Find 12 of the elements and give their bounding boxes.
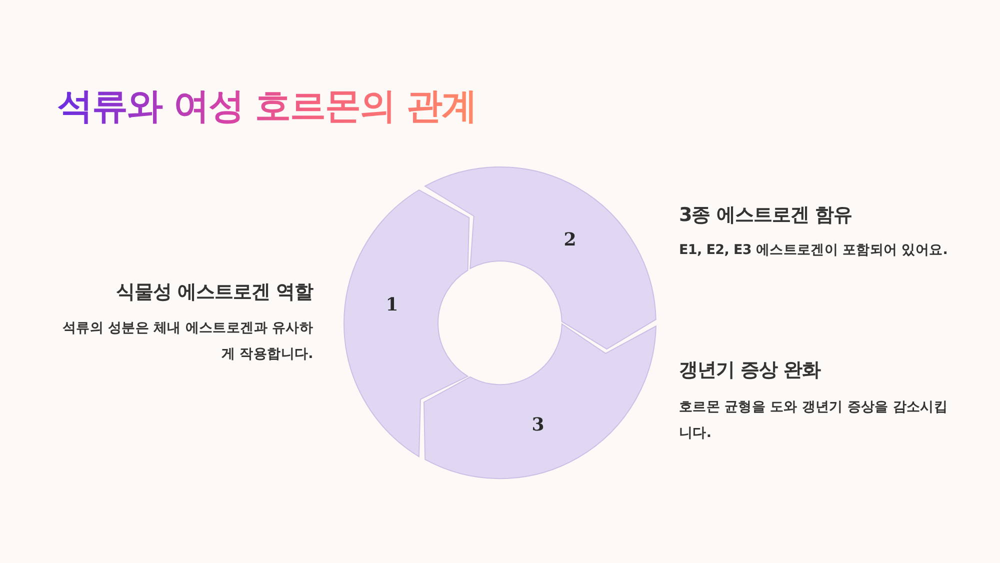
ring-segment <box>424 324 656 479</box>
step-number: 2 <box>564 229 576 250</box>
ring-segment <box>425 167 656 350</box>
heading: 식물성 에스트로겐 역할 <box>116 280 313 305</box>
step-number: 3 <box>532 414 544 436</box>
ring-segment <box>344 190 470 456</box>
description: 석류의 성분은 체내 에스트로겐과 유사하게 작용합니다. <box>61 319 313 364</box>
heading: 갱년기 증상 완화 <box>679 358 821 383</box>
description: 호르몬 균형을 도와 갱년기 증상을 감소시킵니다. <box>679 398 949 443</box>
description: E1, E2, E3 에스트로겐이 포함되어 있어요. <box>679 241 949 260</box>
step-number: 1 <box>386 294 398 316</box>
heading: 3종 에스트로겐 함유 <box>679 203 852 228</box>
